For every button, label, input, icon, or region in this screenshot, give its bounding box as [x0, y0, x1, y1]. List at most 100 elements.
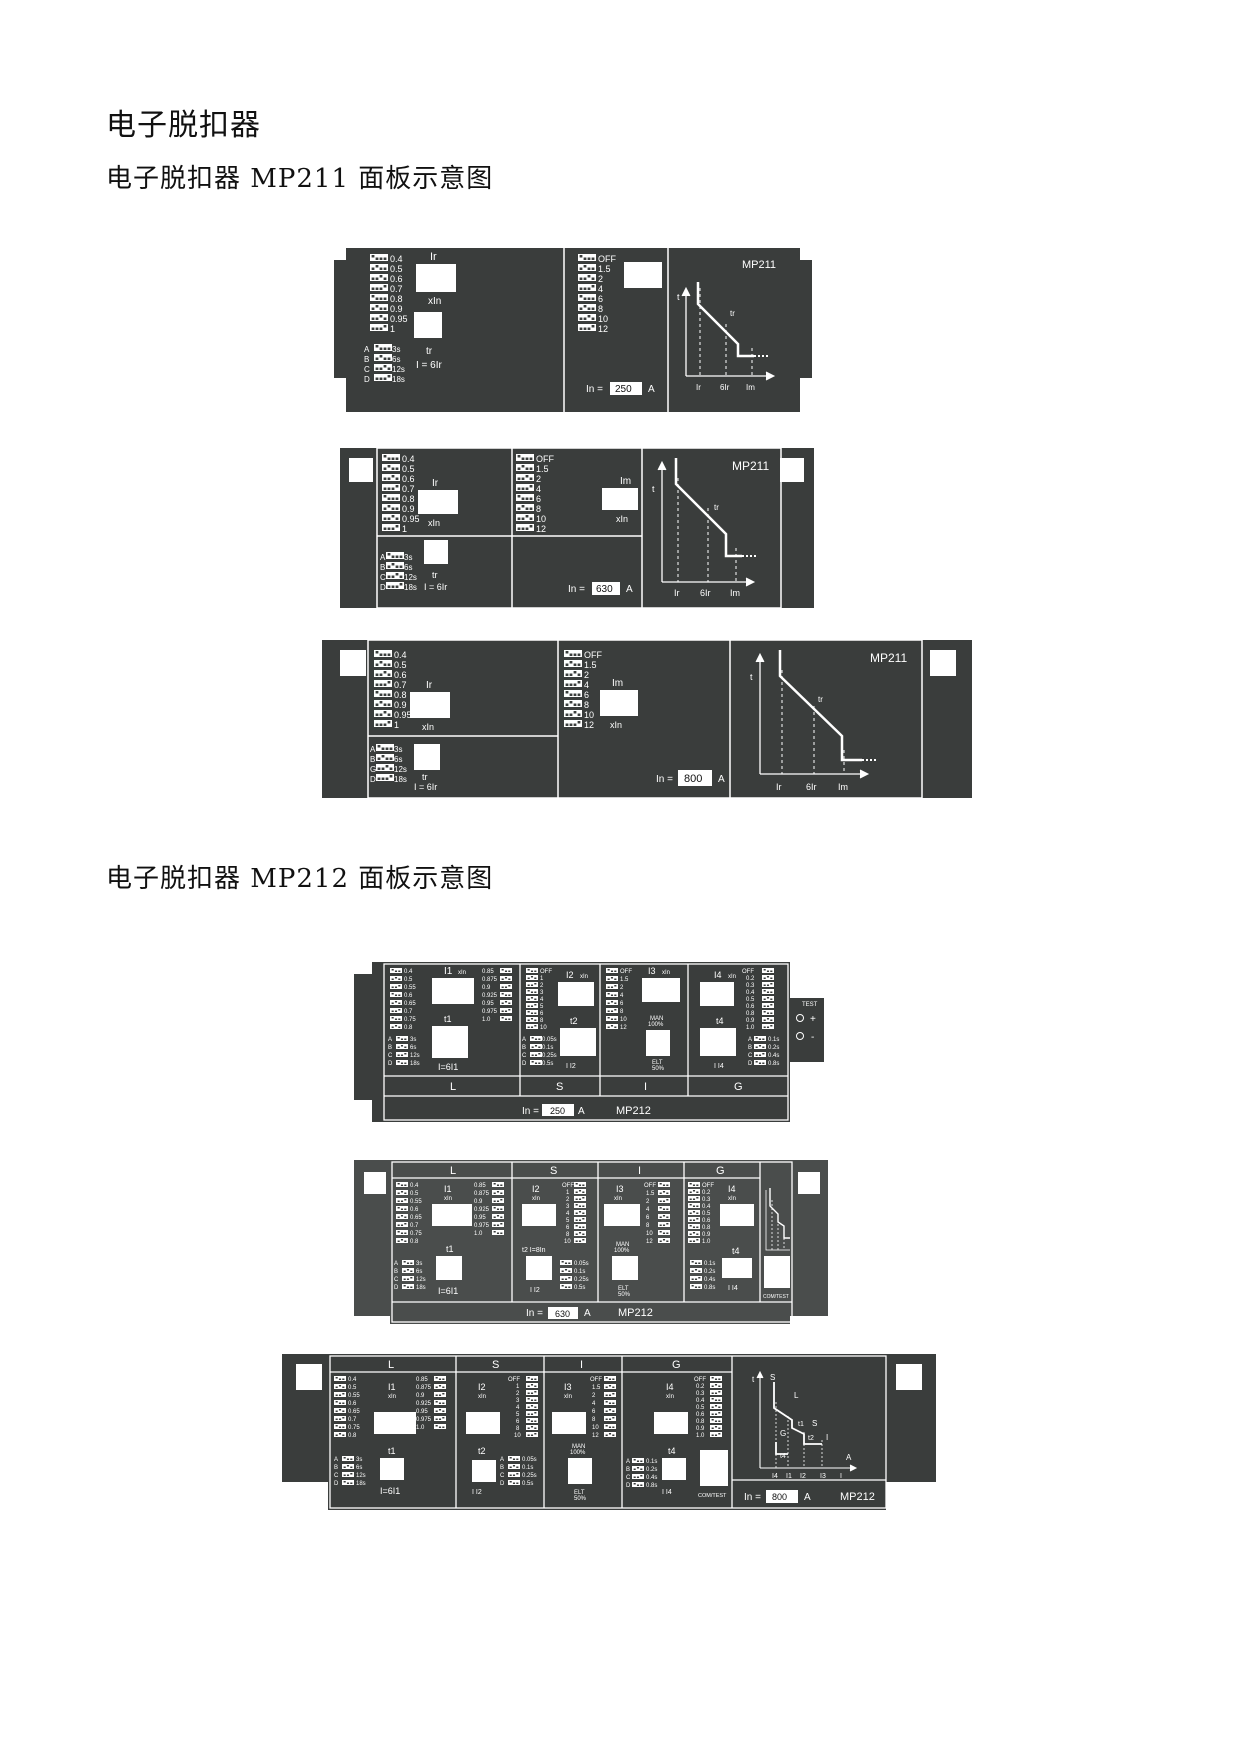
- i4-dip-switches[interactable]: [762, 968, 774, 1029]
- tr-dip-switches[interactable]: [374, 344, 392, 381]
- i1-fine-dip-switches[interactable]: [434, 1376, 446, 1429]
- i3-dip-switches[interactable]: [658, 1182, 670, 1243]
- dip-switch[interactable]: [370, 294, 388, 301]
- dip-switch[interactable]: [564, 650, 582, 657]
- dip-switch[interactable]: [578, 274, 596, 281]
- dip-switch[interactable]: [516, 474, 534, 481]
- ir-scale: 0.4 0.5 0.6 0.7 0.8 0.9 0.95 1: [402, 454, 420, 534]
- t4-dip-switches[interactable]: [690, 1260, 702, 1289]
- i4-dip-switches[interactable]: [710, 1376, 722, 1437]
- dip-toggle: [694, 1286, 698, 1288]
- dip-switch[interactable]: [382, 474, 400, 481]
- dip-switch[interactable]: [382, 504, 400, 511]
- dip-switch[interactable]: [374, 374, 392, 381]
- dip-switch[interactable]: [382, 524, 400, 531]
- dip-switch[interactable]: [370, 314, 388, 321]
- test-minus-button[interactable]: [796, 1032, 804, 1040]
- i2-dip-switches[interactable]: [526, 968, 538, 1029]
- im-dip-switches[interactable]: [516, 454, 534, 531]
- i1-dip-switches[interactable]: [390, 968, 402, 1029]
- t1-dip-switches[interactable]: [342, 1456, 354, 1485]
- dip-switch[interactable]: [370, 274, 388, 281]
- ir-dip-switches[interactable]: [370, 254, 388, 331]
- tr-dip-switches[interactable]: [376, 744, 394, 781]
- dip-switch[interactable]: [370, 264, 388, 271]
- dip-switch[interactable]: [382, 494, 400, 501]
- i2-dip-switches[interactable]: [574, 1182, 586, 1243]
- dip-switch[interactable]: [386, 572, 404, 579]
- im-dip-switches[interactable]: [564, 650, 582, 727]
- dip-switch[interactable]: [376, 744, 394, 751]
- dip-switch[interactable]: [374, 650, 392, 657]
- dip-switch[interactable]: [370, 324, 388, 331]
- dip-switch[interactable]: [564, 710, 582, 717]
- dip-switch[interactable]: [386, 582, 404, 589]
- dip-switch[interactable]: [370, 304, 388, 311]
- i1-dip-switches[interactable]: [334, 1376, 346, 1437]
- ir-dip-switches[interactable]: [374, 650, 392, 727]
- dip-switch[interactable]: [516, 464, 534, 471]
- t4-dip-switches[interactable]: [632, 1458, 644, 1487]
- test-plus-button[interactable]: [796, 1014, 804, 1022]
- dip-switch[interactable]: [564, 680, 582, 687]
- tr-dip-switches[interactable]: [386, 552, 404, 589]
- t2-dip-switches[interactable]: [508, 1456, 520, 1485]
- comtest-display[interactable]: [700, 1450, 728, 1486]
- t2-dip-switches[interactable]: [530, 1036, 542, 1065]
- dip-switch[interactable]: [374, 710, 392, 717]
- t1-dip-switches[interactable]: [402, 1260, 414, 1289]
- dip-switch[interactable]: [564, 700, 582, 707]
- i3-dip-switches[interactable]: [606, 968, 618, 1029]
- dip-switch[interactable]: [564, 670, 582, 677]
- dip-switch[interactable]: [374, 344, 392, 351]
- dip-switch[interactable]: [382, 454, 400, 461]
- dip-switch[interactable]: [374, 680, 392, 687]
- dip-switch[interactable]: [382, 484, 400, 491]
- dip-switch[interactable]: [578, 294, 596, 301]
- dip-switch[interactable]: [376, 774, 394, 781]
- dip-switch[interactable]: [516, 484, 534, 491]
- ir-dip-switches[interactable]: [382, 454, 400, 531]
- t4-dip-switches[interactable]: [754, 1036, 766, 1065]
- dip-switch[interactable]: [516, 454, 534, 461]
- dip-switch[interactable]: [578, 304, 596, 311]
- dip-switch[interactable]: [564, 690, 582, 697]
- dip-switch[interactable]: [374, 690, 392, 697]
- i4-dip-switches[interactable]: [688, 1182, 700, 1243]
- i1-fine-dip-switches[interactable]: [492, 1182, 504, 1235]
- dip-switch[interactable]: [374, 660, 392, 667]
- dip-switch[interactable]: [374, 720, 392, 727]
- dip-switch[interactable]: [578, 254, 596, 261]
- t1-dip-switches[interactable]: [396, 1036, 408, 1065]
- comtest-display[interactable]: [764, 1256, 790, 1288]
- dip-switch[interactable]: [578, 264, 596, 271]
- dip-switch[interactable]: [374, 670, 392, 677]
- dip-switch[interactable]: [516, 494, 534, 501]
- i3-dip-switches[interactable]: [604, 1376, 616, 1437]
- dip-switch[interactable]: [382, 514, 400, 521]
- dip-switch[interactable]: [386, 552, 404, 559]
- t2-dip-switches[interactable]: [560, 1260, 572, 1289]
- section-label-s: S: [556, 1081, 563, 1093]
- i2-dip-switches[interactable]: [526, 1376, 538, 1437]
- dip-switch[interactable]: [370, 254, 388, 261]
- dip-switch[interactable]: [516, 514, 534, 521]
- dip-switch[interactable]: [578, 324, 596, 331]
- dip-switch[interactable]: [376, 764, 394, 771]
- dip-switch[interactable]: [578, 314, 596, 321]
- dip-switch[interactable]: [386, 562, 404, 569]
- dip-switch[interactable]: [516, 524, 534, 531]
- dip-switch[interactable]: [564, 660, 582, 667]
- dip-switch[interactable]: [370, 284, 388, 291]
- dip-switch[interactable]: [516, 504, 534, 511]
- dip-switch[interactable]: [374, 364, 392, 371]
- dip-switch[interactable]: [382, 464, 400, 471]
- dip-switch[interactable]: [376, 754, 394, 761]
- im-dip-switches[interactable]: [578, 254, 596, 331]
- dip-switch[interactable]: [564, 720, 582, 727]
- i1-dip-switches[interactable]: [396, 1182, 408, 1243]
- dip-switch[interactable]: [374, 354, 392, 361]
- i1-fine-dip-switches[interactable]: [500, 968, 512, 1021]
- dip-switch[interactable]: [374, 700, 392, 707]
- dip-switch[interactable]: [578, 284, 596, 291]
